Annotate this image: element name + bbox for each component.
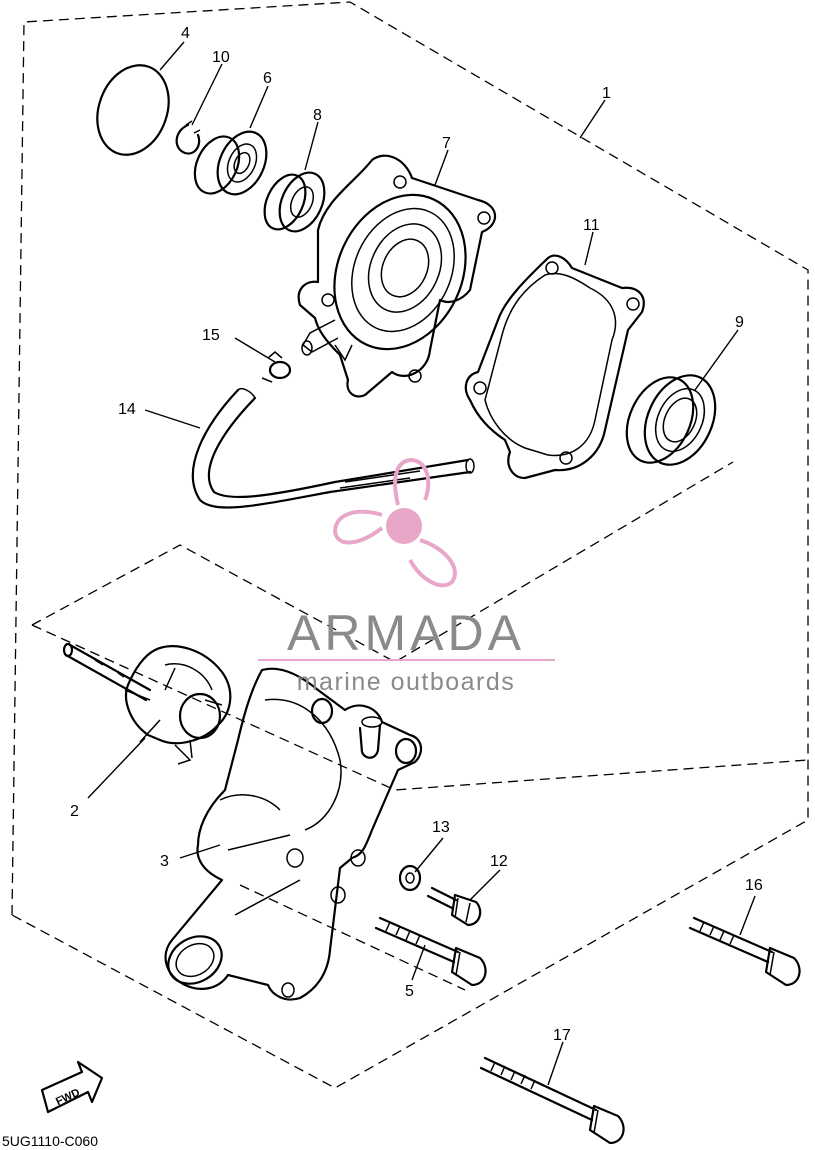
callout-10: 10: [212, 49, 230, 66]
part-5-long-bolt: [374, 916, 487, 987]
callout-8: 8: [313, 107, 322, 124]
part-16-bolt: [688, 916, 801, 987]
fwd-arrow-icon: FWD: [40, 1060, 104, 1114]
assembly-boundary-lines: [11, 1, 809, 1089]
callout-14: 14: [118, 401, 136, 418]
brand-name: ARMADA: [287, 605, 525, 661]
callout-3: 3: [160, 853, 169, 870]
callout-1: 1: [602, 85, 611, 102]
part-8-oil-seal: [263, 171, 326, 233]
brand-tagline: marine outboards: [297, 668, 516, 696]
part-code: 5UG1110-C060: [2, 1133, 98, 1149]
leader-lines: [87, 41, 756, 1086]
callout-17: 17: [553, 1027, 571, 1044]
callout-15: 15: [202, 327, 220, 344]
callout-7: 7: [442, 135, 451, 152]
callout-numbers: 1 2 3 4 5 6 7 8 9 10 11 12 13 14 15 16 1…: [70, 25, 763, 1044]
callout-4: 4: [181, 25, 190, 42]
callout-5: 5: [405, 983, 414, 1000]
part-11-gasket: [464, 254, 645, 480]
part-17-long-bolt: [479, 1056, 625, 1145]
part-6-bearing: [193, 130, 268, 196]
part-12-short-bolt: [426, 886, 482, 927]
propeller-logo-icon: [332, 457, 457, 588]
part-10-circlip: [175, 120, 201, 155]
callout-16: 16: [745, 877, 763, 894]
propeller-hub-icon: [386, 508, 422, 544]
part-2-impeller-shaft: [62, 642, 232, 765]
armada-logo-watermark: ARMADA marine outboards: [258, 457, 555, 696]
callout-2: 2: [70, 803, 79, 820]
callout-12: 12: [490, 853, 508, 870]
callout-11: 11: [583, 217, 600, 234]
part-15-hose-clamp: [261, 351, 292, 383]
part-9-seal: [625, 374, 717, 466]
callout-13: 13: [432, 819, 450, 836]
part-13-washer: [398, 864, 422, 892]
part-4-o-ring: [96, 64, 170, 156]
callout-6: 6: [263, 70, 272, 87]
part-3-pump-housing: [164, 667, 423, 1001]
part-14-hose: [191, 387, 475, 509]
part-7-housing-cover: [297, 154, 497, 398]
callout-9: 9: [735, 314, 744, 331]
fwd-label: FWD: [54, 1087, 82, 1108]
